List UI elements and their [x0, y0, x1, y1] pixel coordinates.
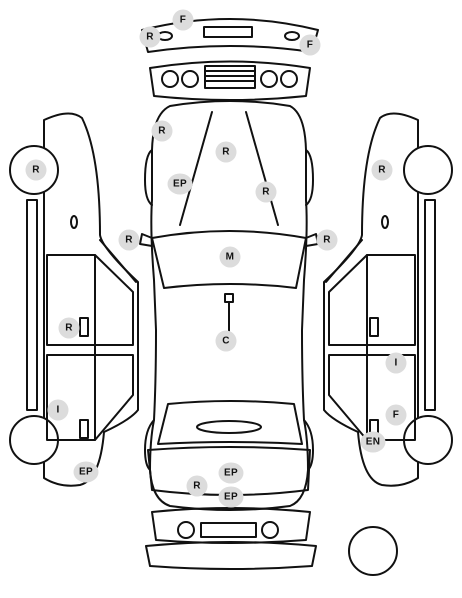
marker-trunk-right-lower[interactable]: EP: [218, 486, 244, 508]
spare-tire: [348, 526, 398, 576]
marker-left-rear-wheel-arch[interactable]: I: [47, 399, 69, 421]
marker-right-rear-quarter[interactable]: F: [385, 404, 407, 426]
marker-hood-left-edge[interactable]: R: [151, 120, 173, 142]
marker-windshield[interactable]: M: [219, 246, 241, 268]
right-side-view: [323, 112, 453, 487]
marker-right-rear-door[interactable]: I: [385, 352, 407, 374]
front-fascia: [149, 60, 311, 101]
marker-hood-left[interactable]: EP: [167, 173, 193, 195]
left-side-view: [9, 112, 139, 487]
car-top-view: [139, 100, 319, 511]
marker-right-front-wheel[interactable]: R: [371, 159, 393, 181]
marker-hood-right[interactable]: R: [255, 181, 277, 203]
marker-roof[interactable]: C: [215, 330, 237, 352]
marker-left-front-wheel[interactable]: R: [25, 159, 47, 181]
rear-fascia: [145, 507, 317, 570]
marker-left-mirror[interactable]: R: [118, 229, 140, 251]
marker-front-bumper-right[interactable]: F: [299, 34, 321, 56]
marker-hood-center[interactable]: R: [215, 141, 237, 163]
marker-trunk-right-upper[interactable]: EP: [218, 462, 244, 484]
front-bumper: [141, 18, 319, 53]
marker-left-front-door[interactable]: R: [58, 317, 80, 339]
marker-front-bumper-left[interactable]: R: [139, 26, 161, 48]
marker-trunk-left[interactable]: R: [186, 475, 208, 497]
marker-front-bumper-top[interactable]: F: [172, 9, 194, 31]
marker-right-mirror[interactable]: R: [316, 229, 338, 251]
marker-right-rear-wheel-arch[interactable]: EN: [360, 431, 386, 453]
marker-left-rear-wheel[interactable]: EP: [73, 461, 99, 483]
